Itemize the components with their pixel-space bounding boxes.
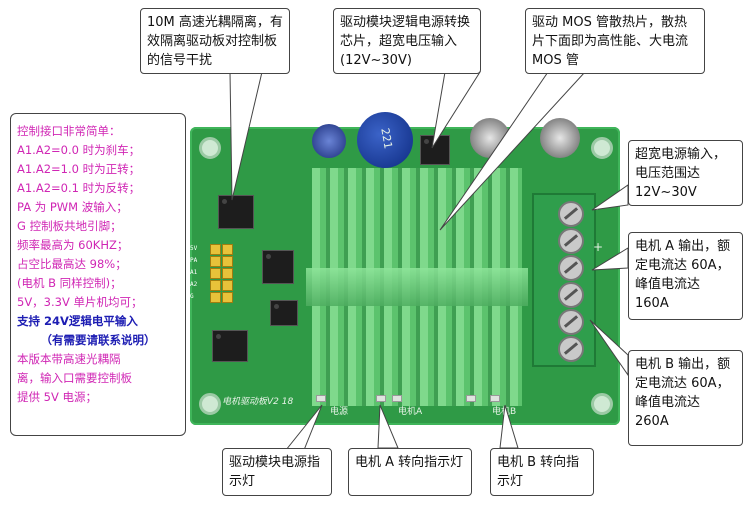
callout-logic-power-text: 驱动模块逻辑电源转换芯片，超宽电压输入(12V~30V) [340,15,471,68]
callout-power-input-text: 超宽电源输入，电压范围达 12V~30V [635,147,727,200]
callout-motor-a: 电机 A 输出，额定电流达 60A，峰值电流达 160A [628,232,743,320]
motor-a-led [376,395,386,402]
terminal-screw [558,228,584,254]
header-pin [222,280,233,291]
mount-hole-tr [591,137,613,159]
mount-hole-tl [199,137,221,159]
motor-b-led [466,395,476,402]
mount-hole-br [591,393,613,415]
header-pin [222,268,233,279]
callout-optocoupler-text: 10M 高速光耦隔离，有效隔离驱动板对控制板的信号干扰 [147,15,283,68]
note-line: 占空比最高达 98%； [17,257,127,271]
capacitor [540,118,580,158]
callout-mos-heatsink-text: 驱动 MOS 管散热片，散热片下面即为高性能、大电流 MOS 管 [532,15,689,68]
mos-heatsink [306,168,528,406]
terminal-screw [558,201,584,227]
terminal-screw [558,255,584,281]
header-pin [222,244,233,255]
pin-label: 5V [190,245,198,252]
interface-notes-panel: 控制接口非常简单： A1.A2=0.0 时为刹车； A1.A2=1.0 时为正转… [10,113,186,436]
note-line: PA 为 PWM 波输入； [17,200,128,214]
terminal-screw [558,336,584,362]
callout-optocoupler: 10M 高速光耦隔离，有效隔离驱动板对控制板的信号干扰 [140,8,290,74]
note-line: 提供 5V 电源； [17,390,97,404]
note-line: 离，输入口需要控制板 [17,371,132,385]
header-pin [222,292,233,303]
pin-label: A1 [190,269,198,276]
small-chip [270,300,298,326]
motor-a-silk-label: 电机A [398,407,423,417]
header-pin [210,268,221,279]
header-pin [210,280,221,291]
optocoupler-chip [218,195,254,229]
pin-label: PA [190,257,198,264]
callout-motor-b-text: 电机 B 输出，额定电流达 60A，峰值电流达 260A [635,357,731,429]
power-led [316,395,326,402]
callout-power-led: 驱动模块电源指示灯 [222,448,332,496]
note-line: A1.A2=0.0 时为刹车； [17,143,141,157]
note-line-highlight: 支持 24V逻辑电平输入 [17,314,138,328]
terminal-screw [558,309,584,335]
terminal-screw [558,282,584,308]
note-line: A1.A2=0.1 时为反转； [17,181,141,195]
note-line: 控制接口非常简单： [17,124,121,138]
terminal-mark-plus: + [593,240,604,254]
optocoupler-chip-b [212,330,248,362]
inductor [357,112,413,168]
callout-motor-b-led-text: 电机 B 转向指示灯 [497,455,580,489]
callout-motor-a-led-text: 电机 A 转向指示灯 [355,455,464,470]
power-silk-label: 电源 [330,407,349,417]
motor-b-led [490,395,500,402]
board-title-silk: 电机驱动板V2 18 [222,397,294,407]
header-pin [222,256,233,267]
callout-power-led-text: 驱动模块电源指示灯 [229,455,321,489]
note-line: 频率最高为 60KHZ； [17,238,129,252]
note-line: G 控制板共地引脚； [17,219,122,233]
callout-motor-a-led: 电机 A 转向指示灯 [348,448,472,496]
callout-motor-b-led: 电机 B 转向指示灯 [490,448,594,496]
pin-label: A2 [190,281,198,288]
terminal-block [532,193,596,367]
callout-motor-a-text: 电机 A 输出，额定电流达 60A，峰值电流达 160A [635,239,731,311]
header-pin [210,256,221,267]
note-line: 本版本带高速光耦隔 [17,352,121,366]
mount-hole-bl [199,393,221,415]
note-line-highlight: （有需要请联系说明） [40,333,156,347]
note-line: (电机 B 同样控制)； [17,276,122,290]
callout-motor-b: 电机 B 输出，额定电流达 60A，峰值电流达 260A [628,350,743,446]
motor-a-led [392,395,402,402]
header-pin [210,244,221,255]
callout-power-input: 超宽电源输入，电压范围达 12V~30V [628,140,743,206]
logic-chip [262,250,294,284]
pin-label: G [190,293,194,300]
header-pin [210,292,221,303]
callout-mos-heatsink: 驱动 MOS 管散热片，散热片下面即为高性能、大电流 MOS 管 [525,8,705,74]
note-line: A1.A2=1.0 时为正转； [17,162,141,176]
callout-logic-power: 驱动模块逻辑电源转换芯片，超宽电压输入(12V~30V) [333,8,481,74]
capacitor [312,124,346,158]
note-line: 5V，3.3V 单片机均可； [17,295,143,309]
